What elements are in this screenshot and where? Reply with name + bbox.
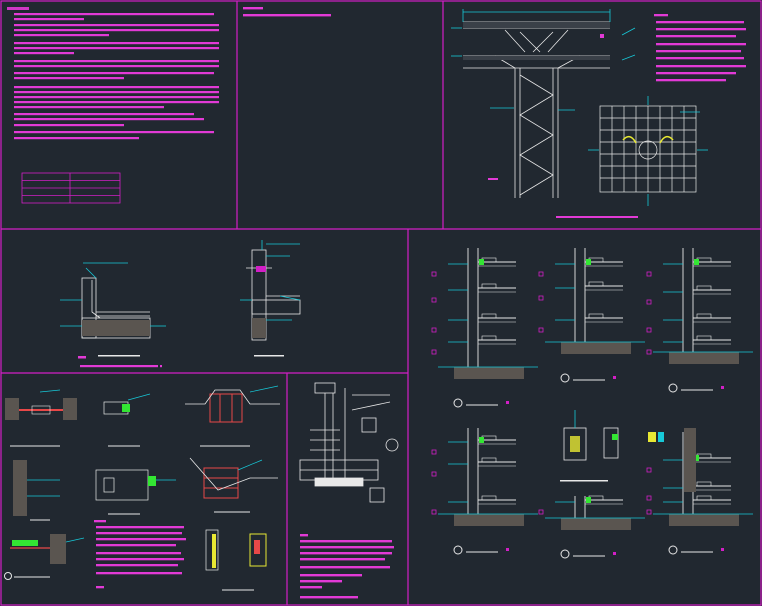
wall-section-3-plate <box>696 313 712 319</box>
wall-section-3-tag <box>646 349 652 355</box>
wall-section-6-footing <box>669 514 739 526</box>
wall-section-5-waterstop <box>586 497 591 503</box>
small-details-group <box>4 385 280 591</box>
wall-section-5-footing <box>561 518 631 530</box>
wall-section-3-plate <box>696 257 712 263</box>
wall-section-4-footing <box>454 514 524 526</box>
wall-section-2-plate <box>588 257 604 263</box>
column-plan-grid <box>588 96 708 206</box>
wall-section-6-tag <box>646 495 652 501</box>
wall-floor-detail-left <box>60 262 166 357</box>
yellow-waterstop-detail <box>648 428 696 492</box>
panel-3-notes <box>654 14 746 82</box>
wall-section-3-tag <box>646 271 652 277</box>
wall-section-4-tag <box>431 471 437 477</box>
connector-detail <box>560 410 619 482</box>
wall-section-1-plate <box>481 335 497 341</box>
wall-section-2-waterstop <box>586 259 591 265</box>
wall-section-6-tag <box>646 509 652 515</box>
section-symbol-icon <box>453 398 463 408</box>
wall-section-1-tag <box>431 297 437 303</box>
wall-section-3-tag <box>646 299 652 305</box>
column-cap-detail <box>451 9 638 218</box>
wall-section-1-plate <box>481 283 497 289</box>
section-symbol-icon <box>668 545 678 555</box>
wall-section-3-plate <box>696 335 712 341</box>
wall-section-1-waterstop <box>479 259 484 265</box>
wall-section-2-footing <box>561 342 631 354</box>
wall-section-4-plate <box>481 457 497 463</box>
wall-section-1-scale-mark <box>506 401 509 404</box>
section-symbol-icon <box>453 545 463 555</box>
wall-section-2-scale-mark <box>613 376 616 379</box>
wall-section-4-waterstop <box>479 437 484 443</box>
wall-section-6-scale-mark <box>721 548 724 551</box>
wall-section-1-footing <box>454 367 524 379</box>
wall-section-1-tag <box>431 327 437 333</box>
wall-section-3-scale-mark <box>721 386 724 389</box>
wall-section-2-tag <box>538 271 544 277</box>
wall-section-3-waterstop <box>694 259 699 265</box>
section-symbol-icon <box>560 549 570 559</box>
wall-section-3-footing <box>669 352 739 364</box>
wall-section-2-tag <box>538 327 544 333</box>
wall-section-5-plate <box>588 495 604 501</box>
wall-section-6-plate <box>696 495 712 501</box>
wall-section-4-plate <box>481 435 497 441</box>
wall-section-2-plate <box>588 313 604 319</box>
wall-section-5-tag <box>538 509 544 515</box>
legend-table <box>21 172 121 204</box>
panel-5-notes <box>94 520 186 589</box>
wall-section-1-plate <box>481 257 497 263</box>
wall-section-4-plate <box>481 495 497 501</box>
wall-section-4-tag <box>431 449 437 455</box>
panel-4-caption <box>78 356 162 368</box>
wall-section-6-waterstop <box>694 455 699 461</box>
section-symbol-icon <box>668 383 678 393</box>
wall-section-5-scale-mark <box>613 552 616 555</box>
wall-section-1-tag <box>431 349 437 355</box>
wall-section-6-plate <box>696 481 712 487</box>
wall-section-3-tag <box>646 327 652 333</box>
wall-section-1-plate <box>481 313 497 319</box>
wall-section-1-tag <box>431 271 437 277</box>
wall-section-6-plate <box>696 453 712 459</box>
wall-section-4-tag <box>431 509 437 515</box>
general-notes-block <box>7 7 219 140</box>
wall-section-6-tag <box>646 467 652 473</box>
section-symbol-icon <box>560 373 570 383</box>
wall-section-2-tag <box>538 295 544 301</box>
wall-section-3-plate <box>696 285 712 291</box>
pipe-system-detail <box>299 382 399 503</box>
wall-section-4-scale-mark <box>506 548 509 551</box>
wall-section-2-plate <box>588 281 604 287</box>
panel-2-note <box>243 7 331 17</box>
panel-6-notes <box>300 534 394 599</box>
wall-floor-detail-right <box>240 240 301 357</box>
wall-sections-group <box>431 248 753 559</box>
